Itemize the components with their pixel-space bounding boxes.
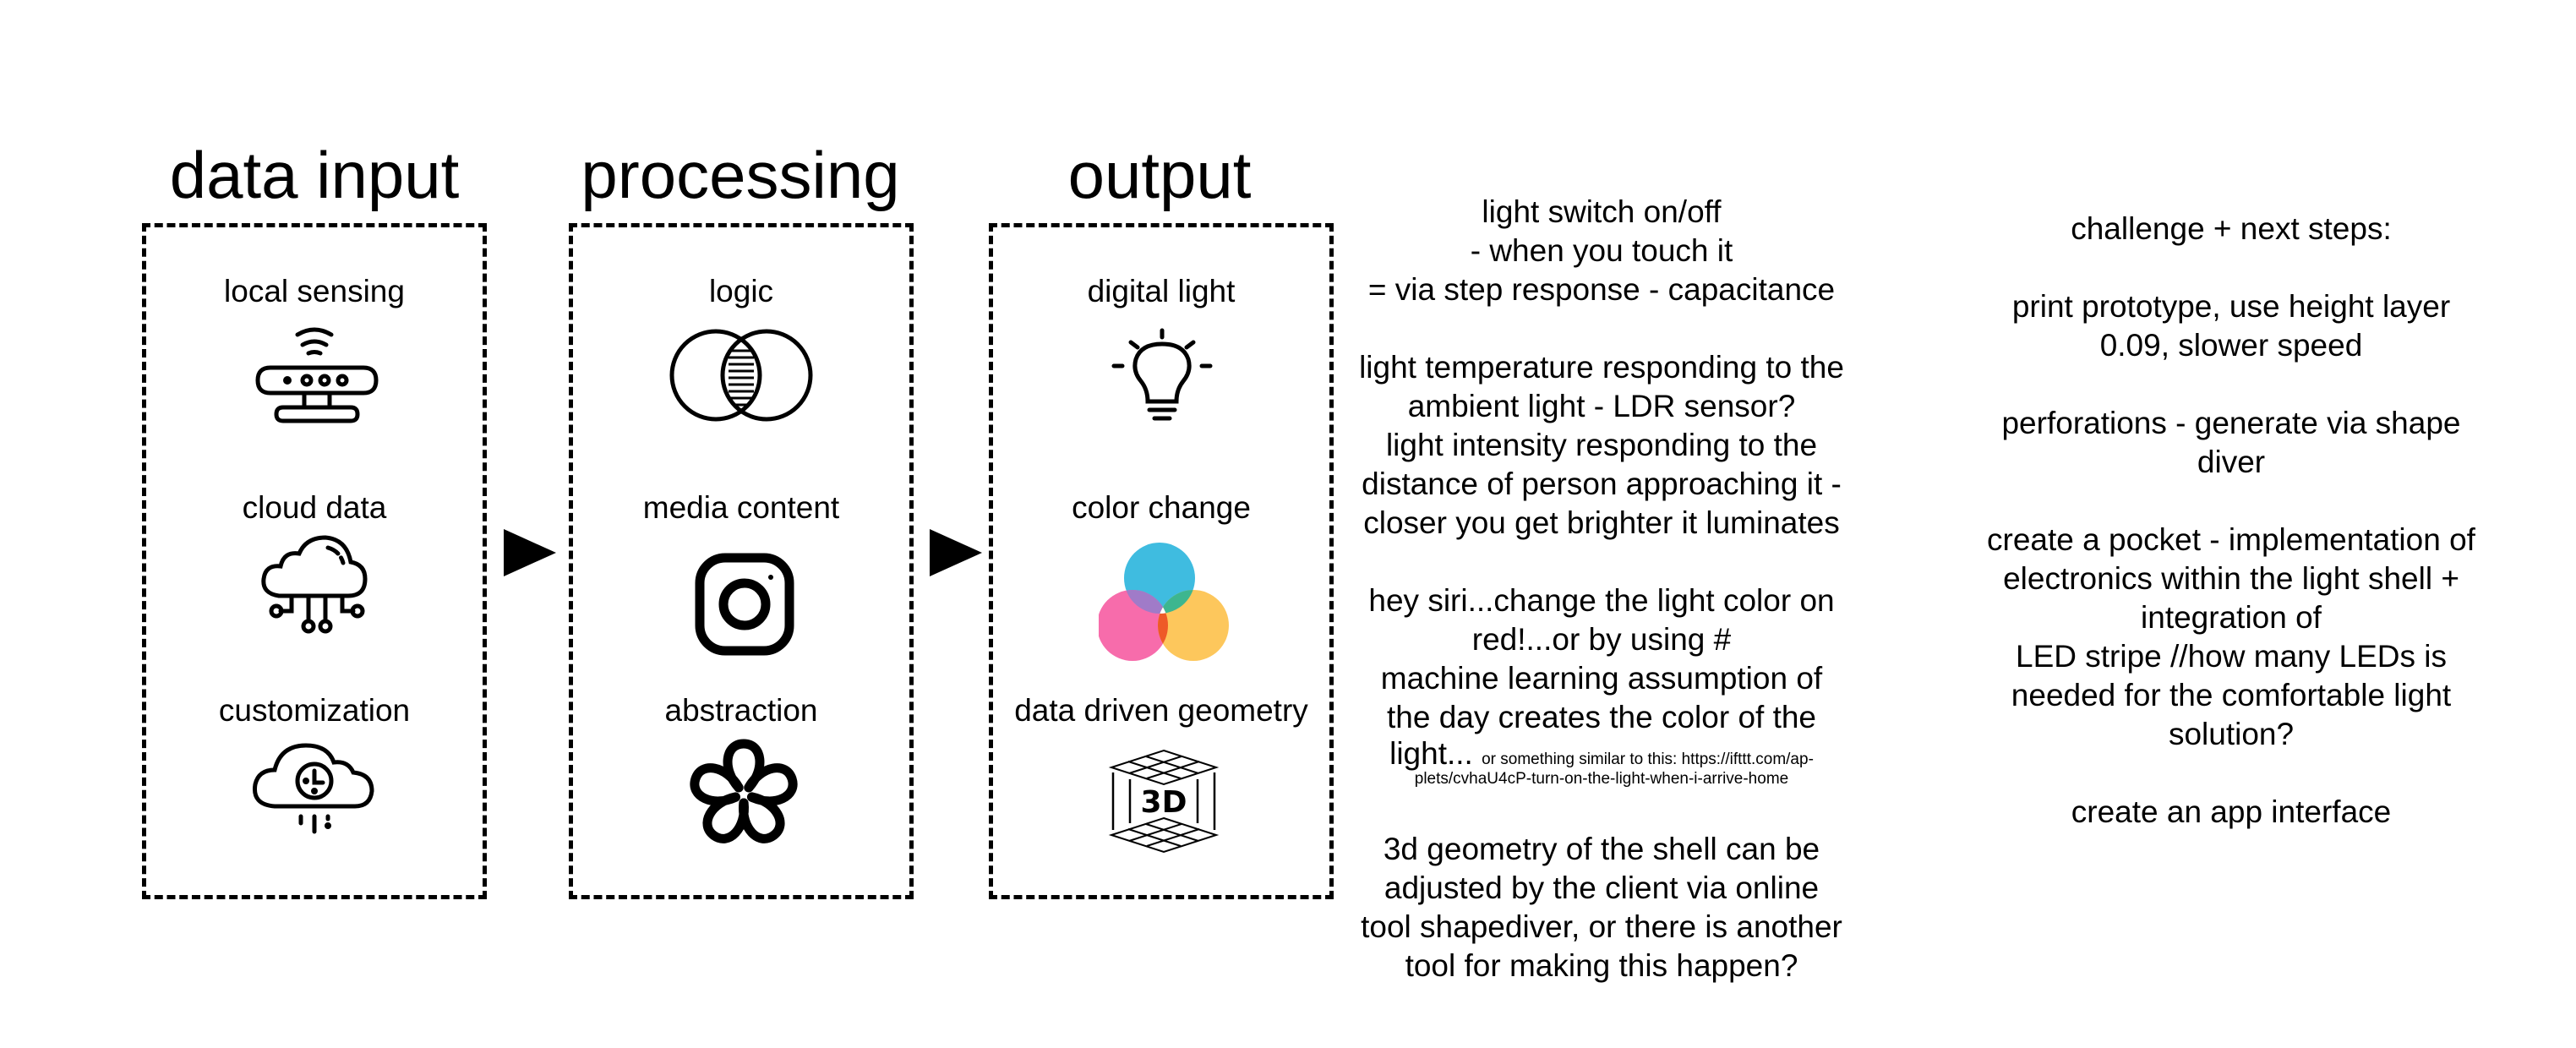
note-light: light...	[1389, 736, 1473, 771]
item-label-cloud-data: cloud data	[242, 490, 387, 525]
green-overlap	[1158, 590, 1195, 614]
note-line: create an app interface	[2071, 794, 2392, 829]
note-line: light intensity responding to the	[1385, 428, 1818, 462]
note-line: create a pocket - implementation of	[1987, 522, 2475, 557]
purple-overlap	[1124, 590, 1168, 614]
notes-right: challenge + next steps: print prototype,…	[1973, 210, 2489, 832]
notes-right-heading: challenge + next steps:	[2071, 211, 2392, 246]
instagram-icon	[695, 553, 794, 656]
note-line: closer you get brighter it luminates	[1363, 505, 1840, 540]
note-line: solution?	[2168, 717, 2295, 751]
column-title-processing: processing	[581, 138, 900, 212]
note-line: adjusted by the client via online	[1384, 871, 1820, 905]
3d-grid-icon: 3D	[1108, 749, 1220, 854]
note-line: 0.09, slower speed	[2099, 328, 2363, 363]
note-line: tool shapediver, or there is another	[1361, 909, 1842, 944]
note-line: - when you touch it	[1470, 233, 1733, 268]
item-label-customization: customization	[218, 693, 411, 728]
note-line: = via step response - capacitance	[1367, 272, 1836, 307]
arrow-right-icon	[930, 529, 982, 576]
item-label-color-change: color change	[1072, 490, 1251, 525]
item-label-data-driven-geometry: data driven geometry	[1014, 693, 1308, 728]
item-label-logic: logic	[708, 274, 774, 308]
item-label-local-sensing: local sensing	[224, 274, 405, 308]
note-line: LED stripe //how many LEDs is	[2016, 639, 2447, 674]
note-line: machine learning assumption of	[1380, 661, 1823, 696]
output-box	[989, 223, 1334, 899]
note-line: light... or something similar to this: h…	[1344, 737, 1859, 771]
cloud-network-icon	[261, 535, 368, 634]
data-input-box	[142, 223, 487, 899]
lightbulb-icon	[1111, 328, 1213, 421]
3d-label: 3D	[1141, 785, 1187, 820]
arrow-right-icon	[504, 529, 556, 576]
webcam-sensor-icon	[255, 327, 379, 423]
note-line: integration of	[2141, 600, 2322, 635]
note-line: 3d geometry of the shell can be	[1383, 832, 1820, 866]
venn-intersection-icon	[669, 329, 813, 422]
item-label-digital-light: digital light	[1087, 274, 1236, 308]
note-line: ambient light - LDR sensor?	[1407, 389, 1796, 423]
note-line: diver	[2197, 445, 2266, 479]
note-line: electronics within the light shell +	[2003, 561, 2459, 596]
notes-middle: light switch on/off - when you touch it …	[1344, 193, 1859, 985]
footnote-link-line1: or something similar to this: https://if…	[1482, 751, 1814, 768]
note-line: distance of person approaching it -	[1362, 467, 1842, 501]
note-line: red!...or by using #	[1471, 622, 1732, 657]
note-line: needed for the comfortable light	[2011, 678, 2452, 712]
cloud-clock-icon	[252, 743, 374, 834]
processing-box	[569, 223, 914, 899]
color-venn-icon	[1099, 543, 1229, 661]
item-label-abstraction: abstraction	[664, 693, 818, 728]
knot-flower-icon	[690, 739, 798, 843]
note-line: tool for making this happen?	[1405, 948, 1798, 983]
note-line: print prototype, use height layer	[2011, 289, 2451, 324]
note-line: hey siri...change the light color on	[1368, 583, 1835, 618]
note-line: light switch on/off	[1482, 194, 1722, 229]
note-line: light temperature responding to the	[1359, 350, 1844, 385]
footnote-link-line2: plets/cvhaU4cP-turn-on-the-light-when-i-…	[1414, 770, 1789, 788]
item-label-media-content: media content	[642, 490, 840, 525]
note-line: the day creates the color of the	[1386, 700, 1817, 734]
column-title-output: output	[1067, 138, 1252, 212]
column-title-data-input: data input	[169, 138, 460, 212]
note-line: perforations - generate via shape	[2001, 406, 2461, 440]
